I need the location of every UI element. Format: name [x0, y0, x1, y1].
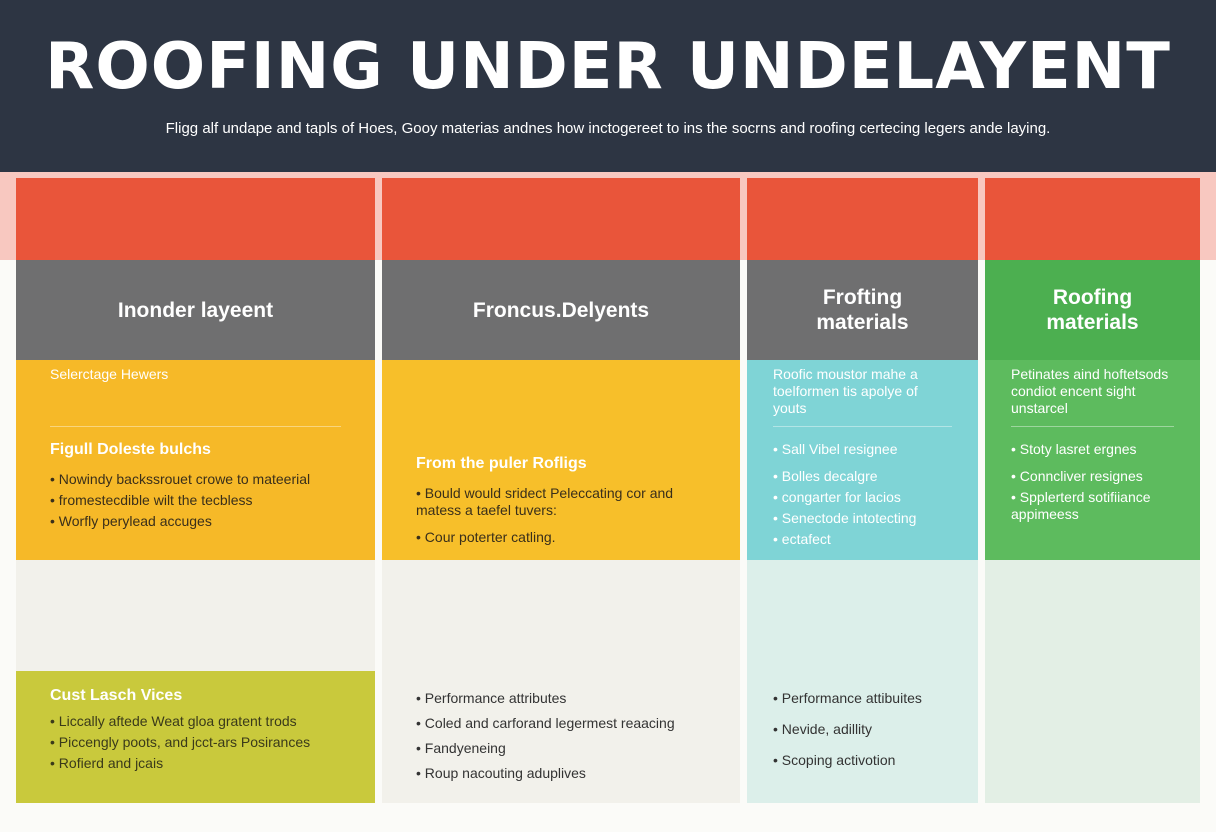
column-intro — [416, 366, 706, 418]
divider — [50, 426, 341, 427]
bullet: Nowindy backssrouet crowe to mateerial — [50, 471, 341, 488]
column-body: Petinates aind hoftetsods condiot encent… — [985, 360, 1200, 560]
bullet: Performance attributes — [416, 690, 706, 707]
bullet: Sall Vibel resignee — [773, 441, 952, 458]
bullet: Bould would sridect Peleccating cor and … — [416, 485, 706, 519]
texture-band — [16, 178, 375, 260]
bullet: congarter for lacios — [773, 489, 952, 506]
column-body: Selerctage Hewers Figull Doleste bulchs … — [16, 360, 375, 560]
page-subtitle: Fligg alf undape and tapls of Hoes, Gooy… — [165, 120, 1051, 137]
page-title: ROOFING UNDER UNDELAYENT — [45, 30, 1171, 104]
column-title: Froncus.Delyents — [382, 260, 740, 360]
column-title: Inonder layeent — [16, 260, 375, 360]
bullet: Spplerterd sotifiiance appimeess — [1011, 489, 1174, 523]
bullet: fromestecdible wilt the tecbless — [50, 492, 341, 509]
bullet: Worfly perylead accuges — [50, 513, 341, 530]
bullet: Bolles decalgre — [773, 468, 952, 485]
column-4: Roofing materials Petinates aind hoftets… — [985, 178, 1200, 803]
section-heading: Figull Doleste bulchs — [50, 441, 211, 458]
column-intro: Petinates aind hoftetsods condiot encent… — [1011, 366, 1169, 416]
column-lower — [985, 560, 1200, 803]
column-lower: Performance attributes Coled and carfora… — [382, 560, 740, 803]
bullet: Conncliver resignes — [1011, 468, 1174, 485]
column-body: Roofic moustor mahe a toelformen tis apo… — [747, 360, 978, 560]
column-title: Roofing materials — [985, 260, 1200, 360]
bullet: Rofierd and jcais — [50, 755, 341, 772]
texture-band — [382, 178, 740, 260]
column-lower: Cust Lasch Vices Liccally aftede Weat gl… — [16, 560, 375, 803]
bullet: Coled and carforand legermest reaacing — [416, 715, 706, 732]
section-heading: Cust Lasch Vices — [50, 687, 183, 704]
bullet: Scoping activotion — [773, 752, 944, 769]
divider — [1011, 426, 1174, 427]
texture-band — [747, 178, 978, 260]
lower-box: Cust Lasch Vices Liccally aftede Weat gl… — [16, 671, 375, 803]
column-2: Froncus.Delyents From the puler Rofligs … — [382, 178, 740, 803]
bullet: Senectode intotecting — [773, 510, 952, 527]
column-intro: Roofic moustor mahe a toelformen tis apo… — [773, 366, 918, 416]
bullet: Cour poterter catling. — [416, 529, 706, 546]
texture-band — [985, 178, 1200, 260]
bullet: Roup nacouting aduplives — [416, 765, 706, 782]
bullet: Fandyeneing — [416, 740, 706, 757]
column-3: Frofting materials Roofic moustor mahe a… — [747, 178, 978, 803]
column-intro: Selerctage Hewers — [50, 366, 169, 382]
column-title: Frofting materials — [747, 260, 978, 360]
bullet: Performance attibuites — [773, 690, 944, 707]
section-heading: From the puler Rofligs — [416, 455, 587, 472]
column-lower: Performance attibuites Nevide, adillity … — [747, 560, 978, 803]
column-body: From the puler Rofligs Bould would sride… — [382, 360, 740, 560]
bullet: Liccally aftede Weat gloa gratent trods — [50, 713, 341, 730]
bullet: ectafect — [773, 531, 952, 548]
bullet: Nevide, adillity — [773, 721, 944, 738]
bullet: Stoty lasret ergnes — [1011, 441, 1174, 458]
column-1: Inonder layeent Selerctage Hewers Figull… — [16, 178, 375, 803]
divider — [773, 426, 952, 427]
header: ROOFING UNDER UNDELAYENT Fligg alf undap… — [0, 0, 1216, 172]
bullet: Piccengly poots, and jcct-ars Posirances — [50, 734, 341, 751]
